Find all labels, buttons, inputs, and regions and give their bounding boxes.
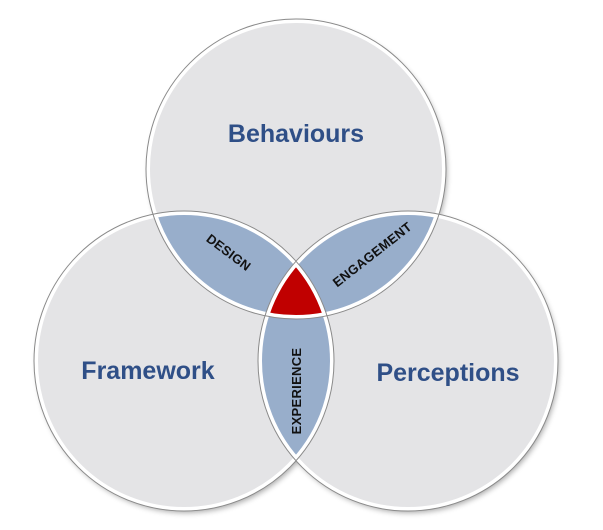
overlap-engagement	[260, 213, 444, 317]
label-framework: Framework	[81, 357, 214, 385]
overlap-design	[148, 213, 332, 317]
label-behaviours: Behaviours	[228, 120, 364, 148]
label-experience: EXPERIENCE	[289, 348, 304, 435]
label-perceptions: Perceptions	[376, 359, 519, 387]
